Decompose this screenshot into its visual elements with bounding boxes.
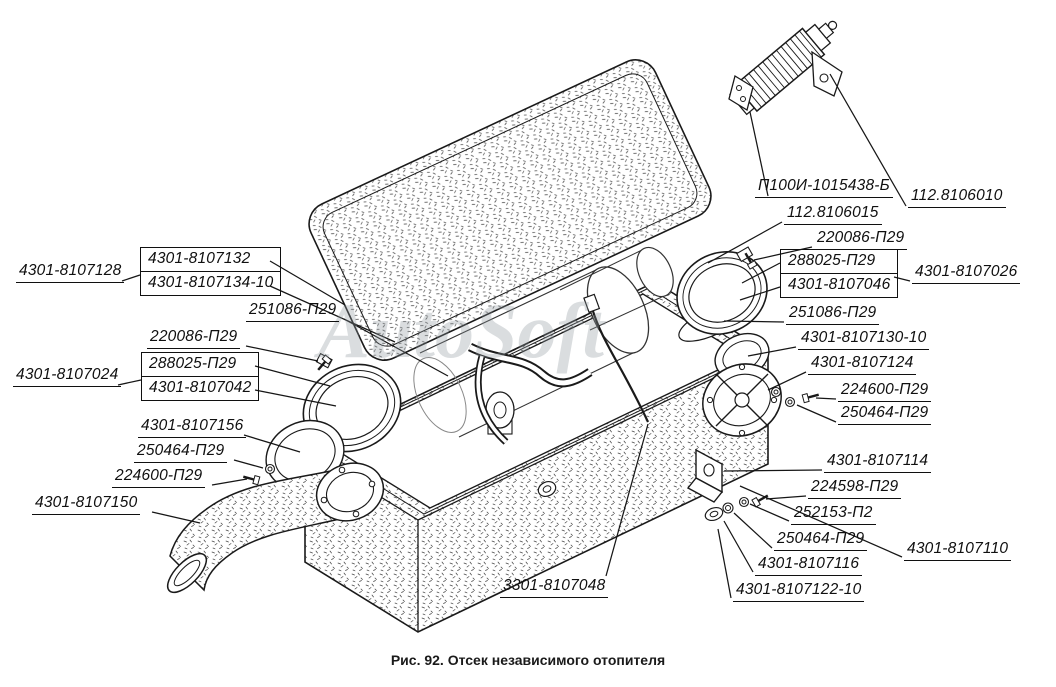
end-cover [702, 363, 782, 437]
part-label-224600-p29-right: 224600-П29 [838, 381, 932, 402]
part-label-4301-8107024: 4301-8107024 [13, 366, 122, 387]
part-label-220086-p29-left: 220086-П29 [147, 328, 241, 349]
washer-icon [738, 496, 750, 508]
mount-bracket [686, 448, 724, 503]
bolt-icon [751, 494, 769, 508]
washer-icon [770, 386, 782, 398]
part-label-group-left-clamp: 288025-П29 4301-8107042 [141, 352, 260, 401]
resistor-unit [728, 20, 843, 116]
part-label-4301-8107122-10: 4301-8107122-10 [733, 581, 865, 602]
bolt-icon [317, 354, 333, 371]
resistor-strap [811, 50, 843, 97]
bolt-icon [801, 393, 820, 404]
part-label-250464-p29-bottom: 250464-П29 [774, 530, 868, 551]
part-label-4301-8107042: 4301-8107042 [142, 375, 259, 400]
elbow-flange [315, 462, 385, 522]
part-label-4301-8107124: 4301-8107124 [808, 354, 917, 375]
part-label-4301-8107128: 4301-8107128 [16, 262, 125, 283]
part-label-4301-8107114: 4301-8107114 [824, 452, 932, 473]
leader-lines [117, 73, 911, 599]
part-label-group-lid: 4301-8107132 4301-8107134-10 [140, 247, 282, 296]
fasteners [242, 252, 820, 522]
figure-caption: Рис. 92. Отсек независимого отопителя [390, 652, 666, 668]
part-label-4301-8107110: 4301-8107110 [904, 540, 1012, 561]
part-label-4301-8107116: 4301-8107116 [755, 555, 863, 576]
resistor-mount-plate [728, 74, 754, 112]
bolt-icon [242, 475, 261, 486]
drain-hole [537, 481, 557, 497]
part-label-112-8106010: 112.8106010 [908, 187, 1006, 208]
part-label-4301-8107132: 4301-8107132 [148, 250, 251, 267]
part-label-252153-p2: 252153-П2 [791, 504, 876, 525]
part-label-4301-8107046: 4301-8107046 [781, 272, 898, 297]
part-label-4301-8107156: 4301-8107156 [138, 417, 247, 438]
washer-icon [264, 463, 276, 475]
grommet-icon [704, 506, 724, 522]
part-label-224600-p29-left: 224600-П29 [112, 467, 206, 488]
part-label-251086-p29-left: 251086-П29 [246, 301, 340, 322]
part-label-group-right-clamp: 288025-П29 4301-8107046 [780, 249, 899, 298]
part-label-4301-8107130-10: 4301-8107130-10 [798, 329, 930, 350]
part-label-p100i-1015438-b: П100И-1015438-Б [755, 177, 893, 198]
washer-icon [722, 502, 734, 514]
part-label-288025-p29-right: 288025-П29 [788, 252, 876, 269]
part-label-4301-8107026: 4301-8107026 [912, 263, 1021, 284]
part-label-112-8106015: 112.8106015 [784, 204, 882, 225]
part-label-251086-p29-right: 251086-П29 [786, 304, 880, 325]
intake-elbow [166, 462, 385, 594]
part-label-250464-p29-left: 250464-П29 [134, 442, 228, 463]
heat-exchanger [413, 246, 674, 438]
part-label-4301-8107134-10: 4301-8107134-10 [141, 270, 281, 295]
washer-icon [784, 396, 796, 408]
part-label-220086-p29-right: 220086-П29 [814, 229, 908, 250]
heater-lid-cover [308, 59, 712, 361]
hoses-and-wiring [467, 293, 649, 445]
part-label-4301-8107150: 4301-8107150 [32, 494, 141, 515]
part-label-288025-p29-left: 288025-П29 [149, 355, 237, 372]
part-label-250464-p29-right: 250464-П29 [838, 404, 932, 425]
part-label-3301-8107048: 3301-8107048 [500, 577, 609, 598]
bolt-icon [744, 252, 758, 270]
right-flange-clamp [676, 246, 768, 342]
part-label-224598-p29: 224598-П29 [808, 478, 902, 499]
